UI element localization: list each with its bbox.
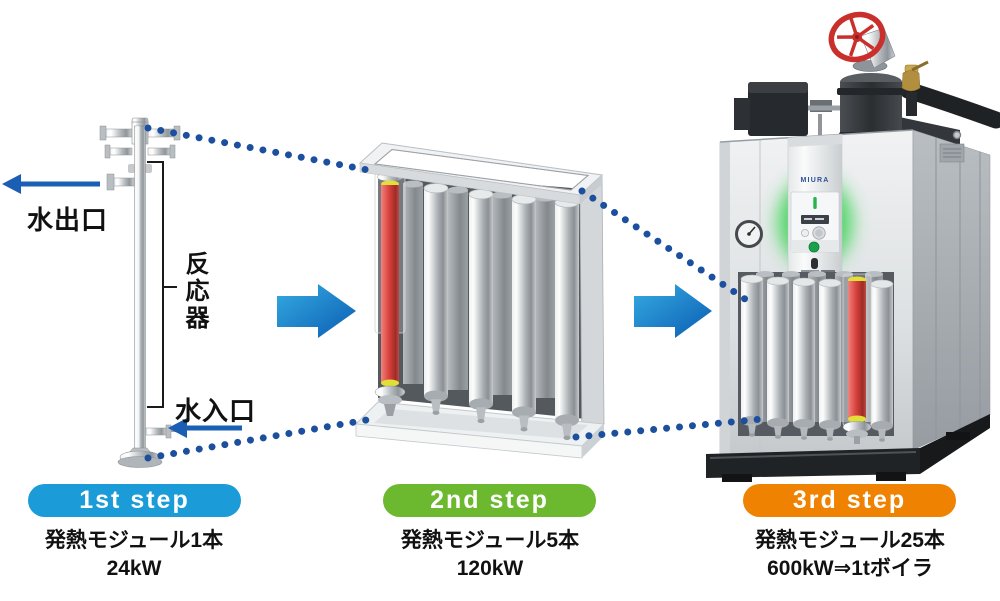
boiler-steam-pipe bbox=[899, 81, 1000, 129]
water-inlet-arrow-icon bbox=[168, 418, 242, 438]
step-3-module-text: 発熱モジュール25本 bbox=[755, 529, 945, 552]
module-side-wall bbox=[579, 174, 605, 447]
connector-top-right bbox=[578, 187, 752, 305]
flow-arrow-2-icon bbox=[634, 284, 712, 338]
side-vent-grille bbox=[939, 130, 965, 163]
connector-top-left bbox=[144, 124, 372, 174]
module-bottom-tray bbox=[354, 401, 606, 459]
boiler-heater-tube-red bbox=[842, 273, 872, 444]
boiler-base-frame bbox=[706, 414, 990, 482]
step-3-badge: 3rd step bbox=[743, 484, 956, 517]
panel-button-green bbox=[808, 241, 820, 253]
boiler-tube bbox=[766, 276, 790, 440]
reactor-tube-illustration bbox=[99, 117, 181, 468]
step-1-badge: 1st step bbox=[28, 484, 241, 517]
step-1-module-text: 発熱モジュール1本 bbox=[44, 529, 224, 552]
reactor-bracket bbox=[147, 161, 177, 408]
boiler-tube bbox=[870, 279, 894, 443]
step-2-module-text: 発熱モジュール5本 bbox=[400, 529, 580, 552]
module-illustration bbox=[354, 142, 606, 459]
tube-outlet-port bbox=[106, 173, 135, 191]
tube-base-flange bbox=[117, 447, 163, 468]
boiler-illustration: MIURA bbox=[706, 11, 1000, 482]
boiler-tube bbox=[792, 277, 816, 441]
step-2-caption: 発熱モジュール5本 120kW bbox=[356, 527, 624, 583]
module-tube bbox=[468, 188, 494, 424]
connector-bottom-left bbox=[144, 415, 376, 462]
boiler-side-panel bbox=[912, 129, 991, 451]
step-3-power-text: 600kW⇒1tボイラ bbox=[767, 557, 933, 580]
boiler-tube bbox=[818, 278, 842, 442]
step-1-power-text: 24kW bbox=[106, 557, 162, 580]
panel-button-small bbox=[801, 228, 810, 237]
reactor-tube-body bbox=[134, 125, 146, 457]
brass-safety-valve bbox=[901, 60, 929, 116]
water-outlet-arrow-icon bbox=[2, 174, 100, 194]
step-2-badge: 2nd step bbox=[383, 484, 596, 517]
valve-handwheel-icon bbox=[828, 11, 886, 63]
step-2-power-text: 120kW bbox=[456, 557, 524, 580]
water-inlet-label: 水入口 bbox=[175, 396, 257, 426]
step-3-caption: 発熱モジュール25本 600kW⇒1tボイラ bbox=[705, 527, 995, 583]
boiler-burner-unit bbox=[734, 82, 844, 136]
module-top-frame bbox=[358, 142, 604, 205]
connector-bottom-right bbox=[572, 415, 766, 441]
power-indicator bbox=[813, 197, 817, 209]
water-outlet-label: 水出口 bbox=[27, 205, 109, 235]
step-1-caption: 発熱モジュール1本 24kW bbox=[0, 527, 268, 583]
dotted-connectors bbox=[144, 124, 766, 462]
flow-arrow-1-icon bbox=[277, 284, 356, 338]
module-heater-tube-red bbox=[374, 172, 406, 416]
module-tube bbox=[423, 182, 449, 416]
module-tube bbox=[554, 196, 580, 441]
boiler-control-strip: MIURA bbox=[787, 134, 843, 282]
module-tube bbox=[511, 193, 537, 432]
boiler-brand-logo: MIURA bbox=[801, 177, 830, 184]
pressure-gauge-icon bbox=[735, 220, 763, 248]
reactor-label: 反応器 bbox=[181, 251, 208, 332]
step-flow-arrows bbox=[277, 284, 712, 338]
